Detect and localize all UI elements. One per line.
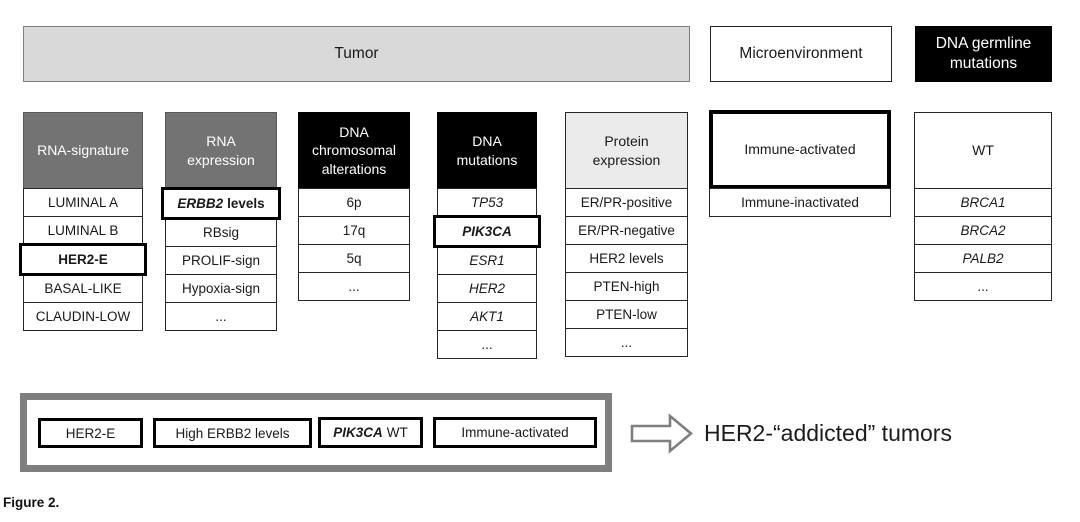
dna-chromosomal-column: DNA chromosomal alterations 6p 17q 5q ..… — [298, 112, 410, 301]
dna-chromosomal-row: 5q — [298, 244, 410, 273]
erbb2-rest-label: levels — [227, 196, 265, 211]
rna-expression-row: RBsig — [165, 218, 277, 247]
summary-her2e-label: HER2-E — [65, 425, 116, 441]
immune-activated-header: Immune-activated — [709, 110, 891, 189]
germline-row: BRCA1 — [914, 188, 1052, 217]
rna-expression-header: RNA expression — [165, 112, 277, 189]
dna-chromosomal-header: DNA chromosomal alterations — [298, 112, 410, 189]
dna-chromosomal-row: 17q — [298, 216, 410, 245]
dna-chromosomal-row: ... — [298, 272, 410, 301]
summary-high-erbb2-label: High ERBB2 levels — [175, 425, 290, 441]
erbb2-gene-label: ERBB2 — [177, 196, 224, 211]
protein-expression-row: HER2 levels — [565, 244, 688, 273]
summary-immune-label: Immune-activated — [461, 425, 569, 440]
summary-box-high-erbb2: High ERBB2 levels — [153, 418, 312, 448]
rna-signature-row: LUMINAL A — [23, 188, 143, 217]
protein-expression-row: PTEN-low — [565, 300, 688, 329]
dna-mutations-row: TP53 — [437, 188, 537, 217]
germline-row: BRCA2 — [914, 216, 1052, 245]
rna-expression-column: RNA expression ERBB2 levels RBsig PROLIF… — [161, 112, 281, 331]
figure-caption: Figure 2. — [3, 495, 60, 510]
tumor-category-bar: Tumor — [23, 26, 690, 82]
rna-expression-row: Hypoxia-sign — [165, 274, 277, 303]
rna-signature-column: RNA-signature LUMINAL A LUMINAL B HER2-E… — [19, 112, 147, 331]
dna-chromosomal-row: 6p — [298, 188, 410, 217]
immune-column: Immune-activated Immune-inactivated — [709, 110, 891, 217]
result-label: HER2-“addicted” tumors — [704, 420, 952, 446]
germline-category-bar: DNA germline mutations — [915, 26, 1052, 82]
immune-row: Immune-inactivated — [709, 188, 891, 217]
rna-signature-header: RNA-signature — [23, 112, 143, 189]
dna-mutations-row-highlight-pik3ca: PIK3CA — [433, 215, 541, 248]
protein-expression-row: ... — [565, 328, 688, 357]
protein-expression-row: ER/PR-negative — [565, 216, 688, 245]
protein-expression-header: Protein expression — [565, 112, 688, 189]
rna-signature-row: CLAUDIN-LOW — [23, 302, 143, 331]
germline-category-label: DNA germline mutations — [935, 34, 1032, 72]
rna-expression-row: ... — [165, 302, 277, 331]
wt-header: WT — [914, 112, 1052, 189]
microenvironment-category-bar: Microenvironment — [710, 26, 892, 82]
summary-box-immune-activated: Immune-activated — [433, 417, 597, 448]
block-arrow-icon — [630, 413, 694, 454]
tumor-category-label: Tumor — [334, 44, 379, 62]
dna-mutations-row: AKT1 — [437, 302, 537, 331]
protein-expression-row: PTEN-high — [565, 272, 688, 301]
rna-expression-row-highlight-erbb2: ERBB2 levels — [161, 187, 281, 220]
summary-box-pik3ca-wt: PIK3CA WT — [318, 417, 423, 448]
protein-expression-row: ER/PR-positive — [565, 188, 688, 217]
summary-pik3ca-gene-label: PIK3CA — [333, 425, 383, 440]
rna-signature-row: BASAL-LIKE — [23, 274, 143, 303]
dna-mutations-row: HER2 — [437, 274, 537, 303]
rna-signature-row-highlight-her2e: HER2-E — [19, 243, 147, 276]
summary-box-her2e: HER2-E — [38, 418, 143, 448]
summary-pik3ca-wt-label: WT — [386, 425, 408, 440]
dna-mutations-header: DNA mutations — [437, 112, 537, 189]
microenvironment-category-label: Microenvironment — [739, 44, 863, 62]
dna-mutations-column: DNA mutations TP53 PIK3CA ESR1 HER2 AKT1… — [433, 112, 541, 359]
rna-signature-row: LUMINAL B — [23, 216, 143, 245]
germline-wt-column: WT BRCA1 BRCA2 PALB2 ... — [914, 112, 1052, 301]
rna-expression-row: PROLIF-sign — [165, 246, 277, 275]
protein-expression-column: Protein expression ER/PR-positive ER/PR-… — [565, 112, 688, 357]
dna-mutations-row: ... — [437, 330, 537, 359]
germline-row: ... — [914, 272, 1052, 301]
dna-mutations-row: ESR1 — [437, 246, 537, 275]
germline-row: PALB2 — [914, 244, 1052, 273]
